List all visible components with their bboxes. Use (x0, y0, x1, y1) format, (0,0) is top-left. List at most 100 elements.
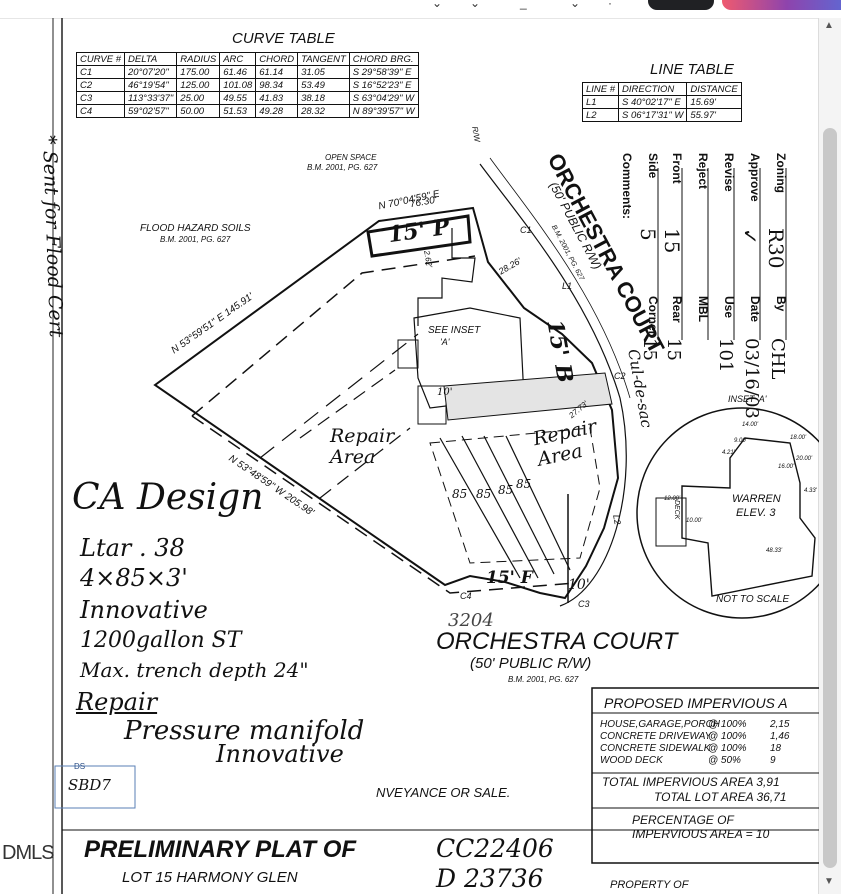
stamp-label: Approve (748, 153, 762, 202)
flood-soils-ref: B.M. 2001, PG. 627 (160, 235, 231, 244)
ds-tag: DS (74, 762, 86, 771)
table-cell: 59°02'57" (124, 104, 178, 118)
label-c2: C2 (614, 371, 626, 381)
inset-house-name: WARREN (732, 493, 781, 505)
label-c3: C3 (578, 599, 590, 609)
inset-dim: 20.00' (796, 456, 813, 462)
impervious-pct: @ 50% (708, 755, 741, 766)
open-space-label: OPEN SPACE (325, 153, 377, 162)
table-cell: S 63°04'29" W (348, 91, 419, 105)
table-header-cell: DELTA (124, 52, 178, 66)
plat-drawing (52, 18, 819, 894)
table-cell: N 89°39'57" W (348, 104, 419, 118)
table-header-cell: RADIUS (176, 52, 221, 66)
table-cell: L2 (581, 108, 620, 122)
stamp-label: By (774, 296, 788, 312)
table-cell: 98.34 (255, 78, 299, 92)
trench-label-2: 85 (476, 487, 492, 501)
property-of: PROPERTY OF (610, 879, 689, 891)
stamp-label: Comments: (620, 153, 634, 220)
print-icon[interactable]: ⌄ (570, 0, 581, 10)
trench-label-3: 85 (498, 483, 514, 497)
table-header-cell: CURVE # (75, 52, 126, 66)
more-icon[interactable]: · (608, 0, 612, 10)
table-cell: 49.28 (255, 104, 299, 118)
hand-10b: 10' (437, 387, 453, 398)
table-cell: 46°19'54" (124, 78, 178, 92)
trench-label-4: 85 (516, 477, 532, 491)
stamp-value: 03/16/03 (741, 338, 762, 419)
inset-title: INSET 'A' (728, 394, 767, 404)
hand-ca-design: CA Design (72, 477, 264, 518)
label-l2: L2 (611, 513, 623, 526)
dim-262: 2.62' (422, 249, 434, 269)
table-header-cell: CHORD BRG. (348, 52, 419, 66)
stamp-value: CHL (767, 338, 788, 380)
see-inset-letter: 'A' (440, 337, 450, 347)
hand-plat-number: CC22406 (436, 834, 554, 863)
impervious-item: HOUSE,GARAGE,PORCH (600, 719, 721, 730)
line-table-title: LINE TABLE (650, 61, 734, 78)
table-cell: 51.53 (219, 104, 257, 118)
table-cell: S 06°17'31" W (618, 108, 688, 122)
toolbar-icon[interactable]: ⌄ (470, 0, 481, 10)
impervious-val: 1,46 (770, 731, 790, 742)
download-icon[interactable]: _ (520, 0, 527, 10)
impervious-val: 2,15 (770, 719, 790, 730)
inset-dim: 16.00' (778, 464, 795, 470)
stamp-label: MBL (696, 296, 710, 322)
stamp-value: 5 (636, 228, 660, 241)
trench-label-1: 85 (452, 487, 468, 501)
impervious-item: CONCRETE SIDEWALK (600, 743, 711, 754)
scroll-down-icon[interactable]: ▼ (824, 876, 834, 887)
table-header-cell: TANGENT (297, 52, 350, 66)
table-cell: S 40°02'17" E (618, 95, 688, 109)
back-icon[interactable]: ⌄ (432, 0, 443, 10)
table-header-cell: DISTANCE (686, 82, 742, 96)
hand-repair-title: Repair (76, 688, 158, 716)
open-space-ref: B.M. 2001, PG. 627 (307, 163, 378, 172)
hand-pressure: Pressure manifold (124, 716, 365, 746)
conveyance-text: NVEYANCE OR SALE. (376, 785, 511, 800)
total-lot: TOTAL LOT AREA 36,71 (654, 790, 787, 804)
plat-title: PRELIMINARY PLAT OF (84, 836, 357, 863)
table-cell: 28.32 (297, 104, 350, 118)
inset-dim: 48.33' (766, 548, 783, 554)
scroll-up-icon[interactable]: ▲ (824, 20, 834, 31)
impervious-title: PROPOSED IMPERVIOUS A (604, 695, 788, 711)
table-cell: S 29°58'39" E (348, 65, 419, 79)
inset-scale: NOT TO SCALE (716, 594, 790, 605)
vertical-scrollbar[interactable]: ▲ ▼ (818, 18, 841, 894)
table-cell: 55.97' (686, 108, 742, 122)
gradient-pill-button[interactable] (722, 0, 841, 10)
impervious-pct: @ 100% (708, 743, 747, 754)
table-cell: C4 (75, 104, 126, 118)
rw-label: R/W (470, 125, 482, 143)
stamp-value: 15 (660, 228, 684, 254)
house-number: 3204 (448, 610, 494, 631)
dark-pill-button[interactable] (648, 0, 714, 10)
stamp-value: R30 (764, 228, 788, 269)
inset-dim: 12.00' (664, 496, 681, 502)
hand-innovative-2: Innovative (216, 740, 344, 768)
stamp-label: Date (748, 296, 762, 323)
table-cell: 50.00 (176, 104, 221, 118)
hand-ltar: Ltar . 38 (80, 534, 185, 562)
hand-15f: 15' F (486, 568, 533, 588)
table-cell: 61.46 (219, 65, 257, 79)
scrollbar-thumb[interactable] (823, 128, 837, 868)
table-header-cell: CHORD (255, 52, 299, 66)
table-header-cell: ARC (219, 52, 257, 66)
inset-dim: 4.21' (722, 450, 735, 456)
street-main-sub: (50' PUBLIC R/W) (470, 655, 592, 672)
impervious-item: CONCRETE DRIVEWAY (600, 731, 712, 742)
table-cell: 41.83 (255, 91, 299, 105)
